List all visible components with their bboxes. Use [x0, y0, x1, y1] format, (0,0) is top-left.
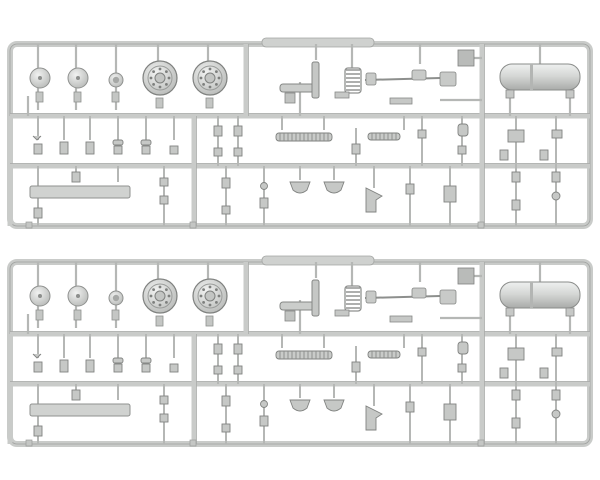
sprue-photo: [7, 35, 593, 449]
